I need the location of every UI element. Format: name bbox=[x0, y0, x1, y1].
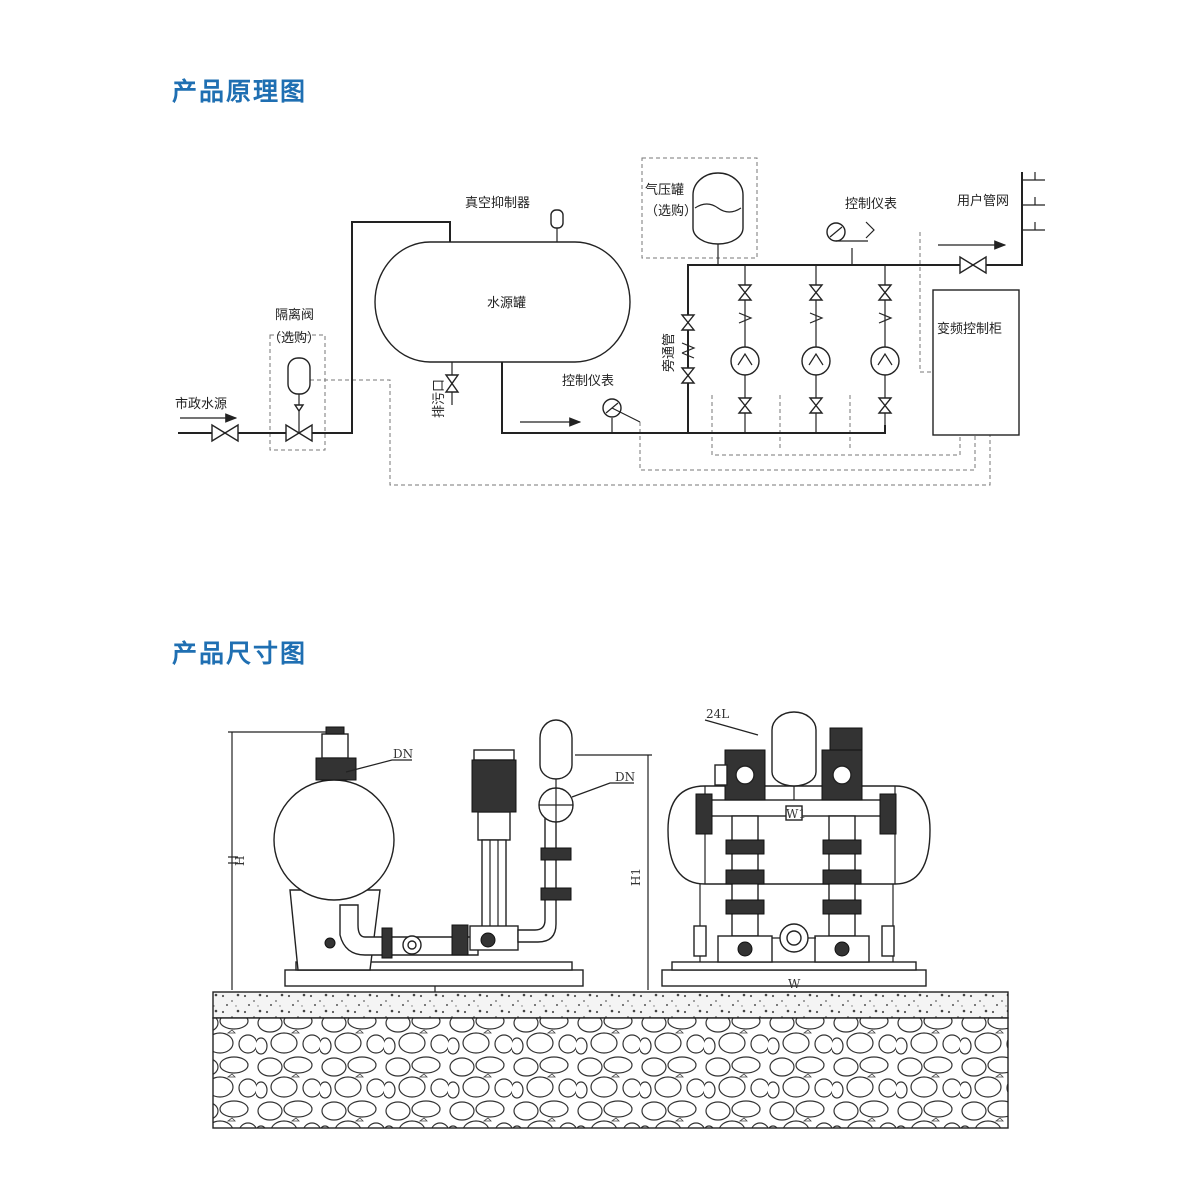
header-pipe bbox=[687, 172, 1023, 433]
right-unit-front-view bbox=[661, 711, 931, 993]
label-water-tank: 水源罐 bbox=[487, 296, 526, 311]
label-bypass-pipe: 旁通管 bbox=[661, 333, 677, 372]
isolation-valve-icon bbox=[285, 357, 313, 443]
pump-branch-1 bbox=[730, 265, 760, 433]
label-height-h: H bbox=[233, 856, 247, 866]
label-pressure-tank: 气压罐 bbox=[645, 182, 684, 198]
left-unit-side-view bbox=[273, 719, 584, 992]
foundation-stone-layer bbox=[212, 1017, 1009, 1129]
pump-2-icon bbox=[801, 346, 831, 376]
pump-branch-3 bbox=[870, 265, 900, 425]
top-control-meter-icon bbox=[826, 221, 875, 265]
left-dimensions bbox=[228, 731, 652, 990]
left-tank bbox=[273, 779, 395, 901]
foundation-gravel-layer bbox=[212, 991, 1009, 1019]
pump-1-icon bbox=[730, 346, 760, 376]
pressure-tank-icon bbox=[692, 172, 744, 265]
left-pressure-tank bbox=[539, 719, 573, 780]
isolation-valve-box bbox=[269, 334, 326, 451]
principle-diagram-title: 产品原理图 bbox=[172, 77, 308, 106]
label-municipal-source: 市政水源 bbox=[175, 396, 227, 412]
drain-outlet-icon bbox=[444, 362, 460, 405]
label-dn-right: DN bbox=[615, 770, 635, 784]
label-user-network: 用户管网 bbox=[957, 193, 1009, 209]
label-control-meter-bottom: 控制仪表 bbox=[562, 374, 614, 389]
label-control-meter-top: 控制仪表 bbox=[845, 197, 897, 212]
dimension-diagram-title: 产品尺寸图 bbox=[172, 639, 308, 668]
outlet-pipe bbox=[501, 362, 886, 434]
pump-3-icon bbox=[870, 346, 900, 376]
label-pressure-tank-optional: （选购） bbox=[645, 203, 697, 219]
label-width-w: W bbox=[788, 977, 801, 991]
dimension-diagram: DN DN H H1 bbox=[212, 707, 1009, 1129]
control-wiring bbox=[310, 232, 991, 486]
right-pressure-tank bbox=[771, 711, 817, 787]
user-network-icon bbox=[1022, 172, 1045, 231]
pressure-tank-box bbox=[641, 157, 758, 259]
water-tank bbox=[374, 241, 631, 363]
label-tank-volume: 24L bbox=[706, 707, 729, 721]
label-dn-left: DN bbox=[393, 747, 413, 761]
pump-branch-2 bbox=[801, 265, 831, 433]
label-height-h1: H1 bbox=[629, 868, 643, 886]
principle-diagram: 真空抑制器 水源罐 气压罐 （选购） 控制仪表 用户管网 隔离阀 （选购） 市政… bbox=[175, 157, 1045, 486]
label-isolation-valve: 隔离阀 bbox=[275, 307, 314, 323]
vacuum-suppressor-icon bbox=[550, 209, 564, 242]
bottom-control-meter-icon bbox=[602, 398, 641, 433]
user-valve-icon bbox=[959, 255, 987, 275]
left-pump-motor bbox=[471, 759, 517, 813]
vfd-cabinet bbox=[932, 289, 1020, 436]
label-isolation-valve-optional: （选购） bbox=[268, 330, 320, 346]
bypass-line bbox=[680, 314, 696, 384]
label-vfd-cabinet: 变频控制柜 bbox=[937, 321, 1002, 337]
left-suppressor-icon bbox=[315, 757, 357, 781]
label-drain-outlet: 排污口 bbox=[432, 379, 447, 418]
label-width-w1: W1 bbox=[786, 807, 806, 821]
label-vacuum-suppressor: 真空抑制器 bbox=[465, 196, 530, 211]
inlet-valve-icon bbox=[211, 423, 239, 443]
